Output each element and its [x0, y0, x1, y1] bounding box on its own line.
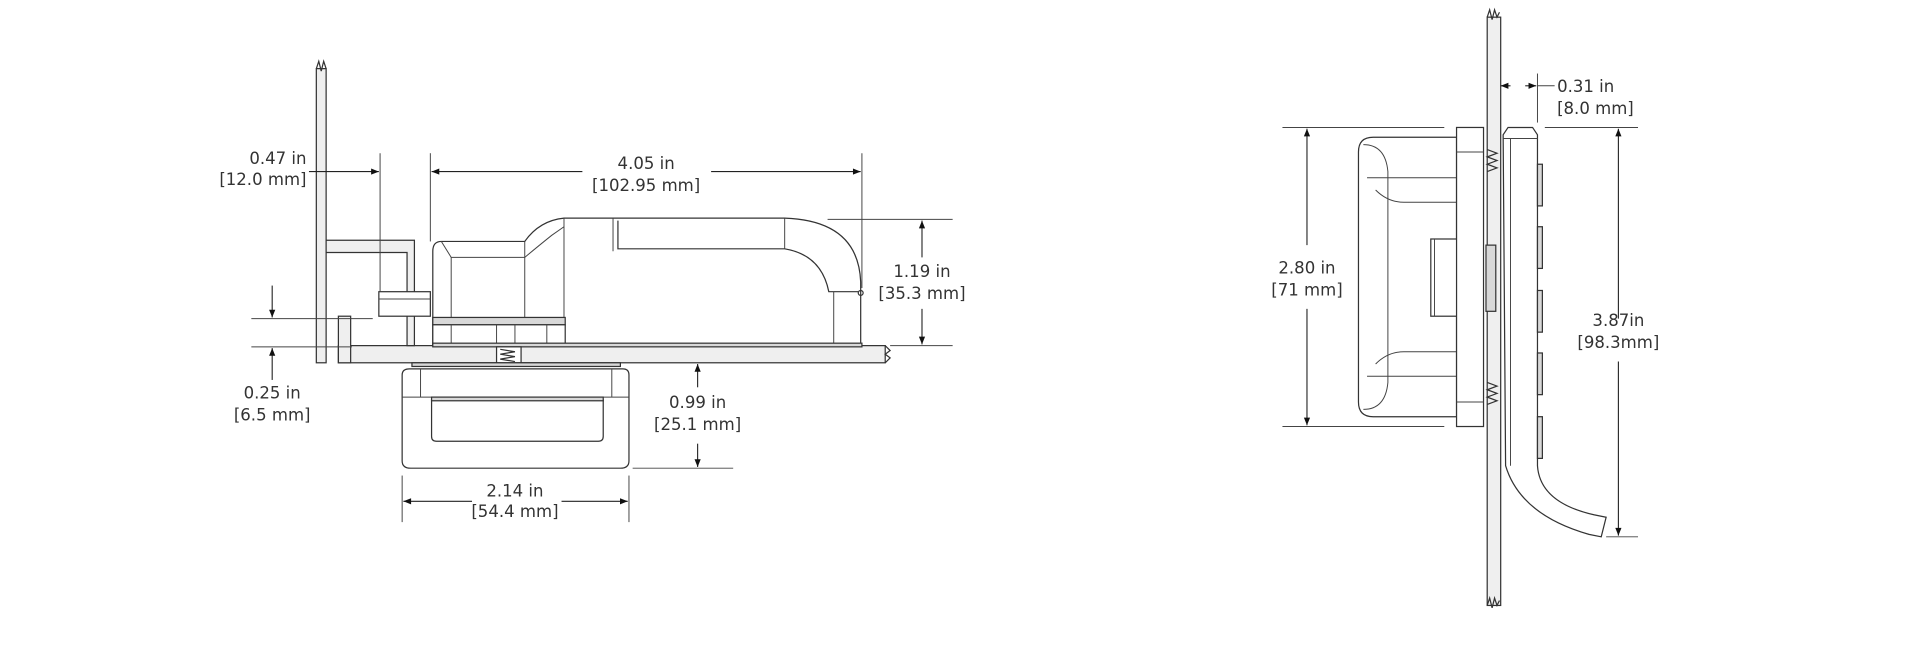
- front-view: 0.31 in [8.0 mm] 2.80 in [71 mm] 3.87in …: [1271, 7, 1659, 609]
- dim-2.80-in-label: 2.80 in: [1278, 258, 1335, 277]
- dim-3.87-in-label: 3.87in: [1592, 311, 1644, 330]
- dimension-0.25in: 0.25 in [6.5 mm]: [234, 285, 373, 424]
- dimension-2.14in: 2.14 in [54.4 mm]: [401, 475, 630, 523]
- dimension-0.31in: 0.31 in [8.0 mm]: [1500, 73, 1634, 123]
- dim-4.05-mm-label: [102.95 mm]: [592, 176, 700, 195]
- outer-plate: [1502, 126, 1607, 538]
- lower-housing: [401, 362, 630, 469]
- dimension-4.05in: 4.05 in [102.95 mm]: [431, 153, 863, 289]
- dimension-0.47in: 0.47 in [12.0 mm]: [219, 149, 431, 292]
- dim-0.25-in-label: 0.25 in: [244, 383, 301, 402]
- dim-3.87-mm-label: [98.3mm]: [1577, 333, 1659, 352]
- front-springs: [1485, 148, 1499, 406]
- dimension-2.80in: 2.80 in [71 mm]: [1271, 126, 1445, 428]
- dimension-3.87in: 3.87in [98.3mm]: [1544, 126, 1659, 538]
- dim-0.47-in-label: 0.47 in: [249, 149, 306, 168]
- side-view: 0.47 in [12.0 mm] 4.05 in [102.95 mm] 1.…: [219, 59, 966, 523]
- handle-body: [432, 217, 864, 348]
- body-housing: [1357, 136, 1460, 418]
- dim-1.19-in-label: 1.19 in: [893, 262, 950, 281]
- dimension-1.19in: 1.19 in [35.3 mm]: [827, 218, 966, 347]
- dim-0.31-in-label: 0.31 in: [1557, 77, 1614, 96]
- dim-0.31-mm-label: [8.0 mm]: [1557, 99, 1634, 118]
- spring: [495, 346, 522, 364]
- dim-2.14-mm-label: [54.4 mm]: [471, 502, 558, 521]
- dim-0.99-mm-label: [25.1 mm]: [654, 415, 741, 434]
- dim-2.80-mm-label: [71 mm]: [1271, 280, 1342, 299]
- dim-0.25-mm-label: [6.5 mm]: [234, 405, 311, 424]
- dim-0.99-in-label: 0.99 in: [669, 393, 726, 412]
- vertical-wall: [315, 59, 327, 364]
- mounting-flange: [1455, 126, 1497, 428]
- l-bracket: [325, 239, 431, 347]
- dim-0.47-mm-label: [12.0 mm]: [219, 170, 306, 189]
- dim-1.19-mm-label: [35.3 mm]: [878, 284, 965, 303]
- dim-4.05-in-label: 4.05 in: [618, 154, 675, 173]
- dim-2.14-in-label: 2.14 in: [486, 481, 543, 500]
- dimension-0.99in: 0.99 in [25.1 mm]: [632, 364, 741, 469]
